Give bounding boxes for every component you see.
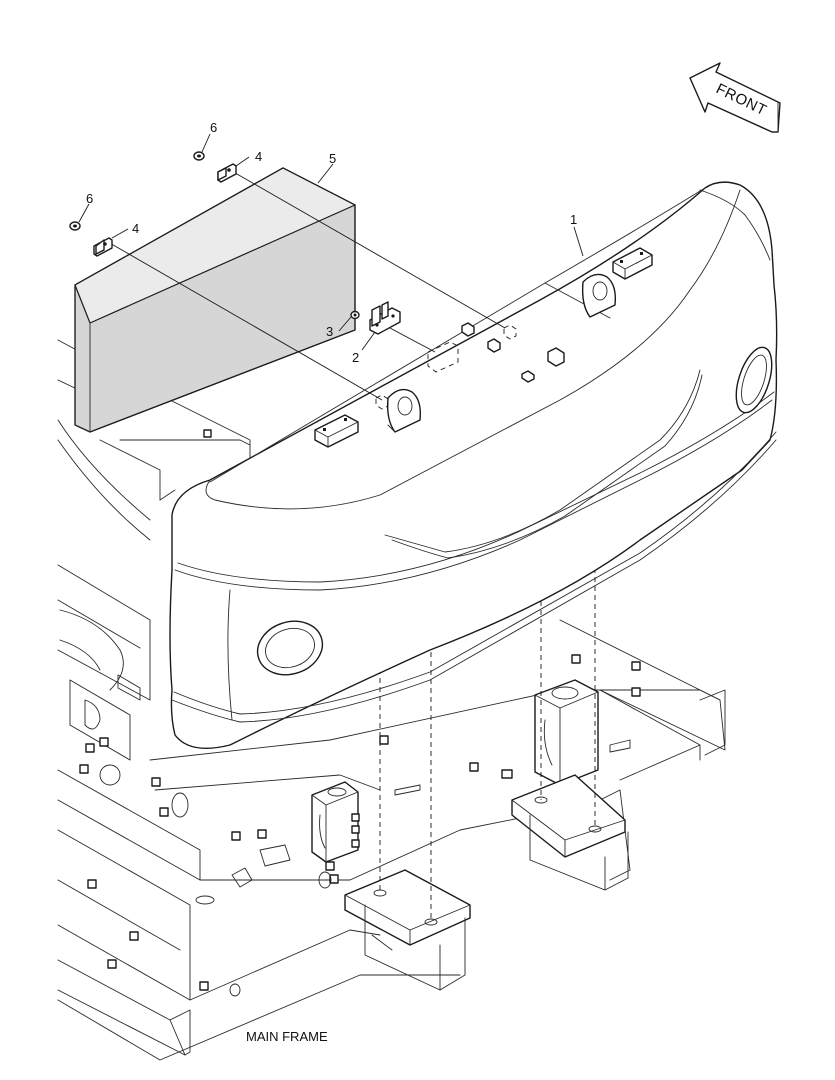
cover-plate xyxy=(74,167,356,433)
callout-1: 1 xyxy=(570,212,577,227)
nut-6-lower xyxy=(69,221,81,231)
bracket-2 xyxy=(369,301,401,335)
callout-labels: 1 2 3 4 4 5 6 6 xyxy=(86,120,577,365)
bracket-4-upper xyxy=(217,163,237,183)
front-direction-arrow: FRONT xyxy=(689,62,781,133)
callout-4b: 4 xyxy=(132,221,139,236)
callout-5: 5 xyxy=(329,151,336,166)
callout-6a: 6 xyxy=(210,120,217,135)
bolt-3 xyxy=(350,310,360,320)
nut-6-upper xyxy=(193,151,205,161)
callout-4a: 4 xyxy=(255,149,262,164)
counterweight xyxy=(169,181,778,749)
callout-leaders xyxy=(78,133,584,351)
callout-2: 2 xyxy=(352,350,359,365)
callout-3: 3 xyxy=(326,324,333,339)
callout-6b: 6 xyxy=(86,191,93,206)
bracket-4-lower xyxy=(93,237,113,257)
main-frame xyxy=(57,339,726,1061)
main-frame-label: MAIN FRAME xyxy=(246,1029,328,1044)
